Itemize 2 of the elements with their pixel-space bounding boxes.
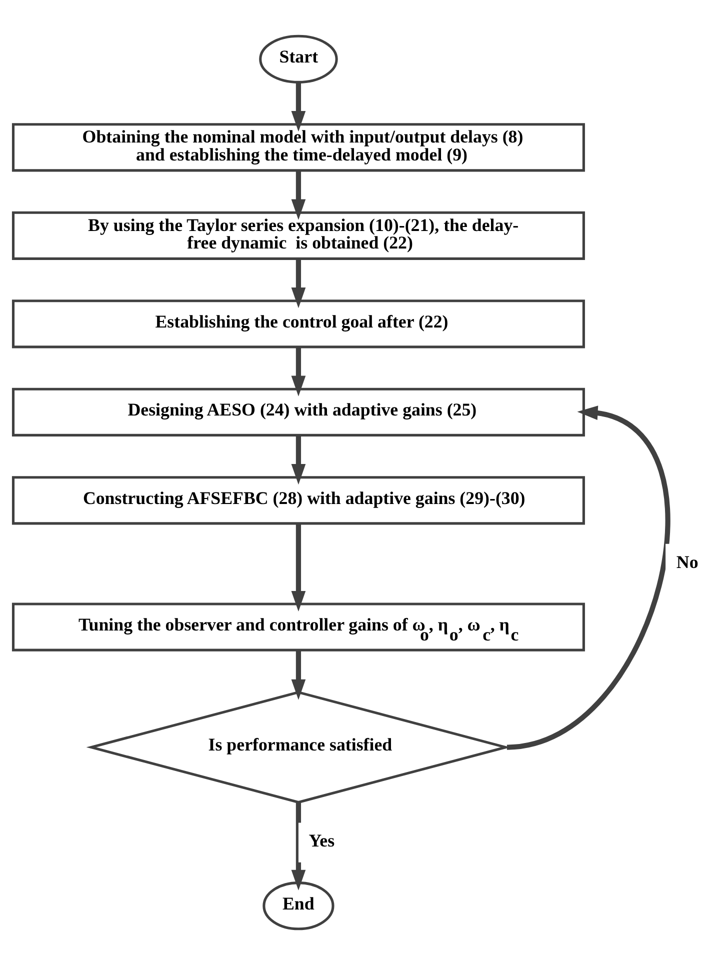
edge-label: Yes: [308, 830, 335, 851]
edge-label: No: [676, 552, 698, 572]
